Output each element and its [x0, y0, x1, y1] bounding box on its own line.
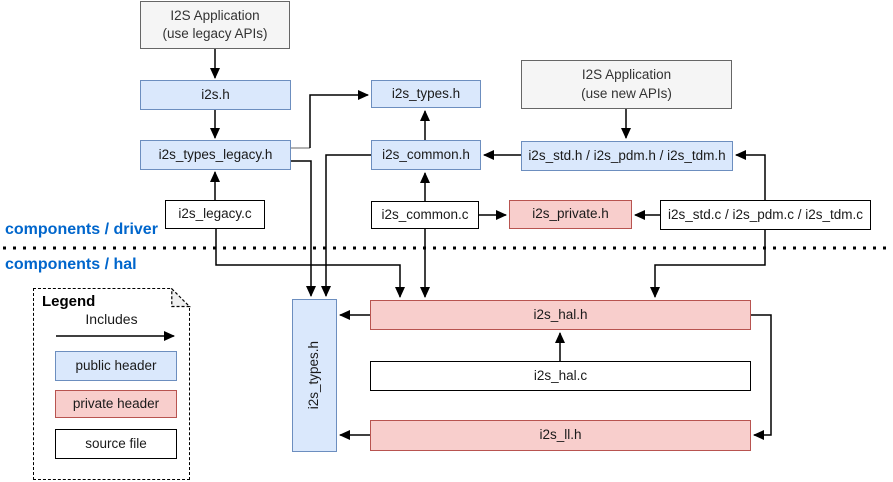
edge-i2s-std-c-to-i2s-std-h [735, 150, 766, 200]
node-i2s-types-h-hal-label: i2s_types.h [306, 341, 322, 410]
section-label-driver: components / driver [5, 221, 158, 238]
section-label-hal: components / hal [5, 256, 137, 273]
node-app-legacy: I2S Application (use legacy APIs) [140, 1, 290, 49]
legend-title: Legend [42, 293, 96, 310]
edge-i2s-legacy-c-to-i2s-hal-h [215, 229, 405, 298]
node-app-legacy-line2: (use legacy APIs) [162, 26, 268, 41]
node-app-legacy-line1: I2S Application [170, 7, 260, 23]
node-i2s-ll-h: i2s_ll.h [370, 420, 751, 451]
legend-item-source-file: source file [55, 429, 177, 459]
node-i2s-common-h: i2s_common.h [371, 140, 481, 170]
edge-i2s-std-c-to-i2s-hal-h [650, 230, 766, 298]
node-i2s-h: i2s.h [140, 80, 291, 110]
node-app-new-line1: I2S Application [581, 67, 672, 83]
node-i2s-hal-c: i2s_hal.c [370, 361, 751, 391]
edge-i2s-types-legacy-h-to-i2s-types-h-hal [291, 160, 316, 297]
legend-includes-label: Includes [85, 311, 138, 327]
node-i2s-types-h-hal: i2s_types.h [292, 299, 337, 452]
node-i2s-std-c: i2s_std.c / i2s_pdm.c / i2s_tdm.c [660, 200, 871, 230]
legend-includes-arrow-icon [56, 331, 175, 341]
node-i2s-types-legacy-h: i2s_types_legacy.h [140, 140, 291, 170]
legend-fold-corner-icon [170, 287, 191, 308]
node-i2s-legacy-c: i2s_legacy.c [165, 200, 265, 229]
edge-i2s-types-legacy-h-to-i2s-types-h-driver [309, 90, 369, 148]
node-i2s-private-h: i2s_private.h [509, 200, 632, 229]
legend: Legend Includes public header private he… [33, 287, 191, 480]
node-i2s-std-h: i2s_std.h / i2s_pdm.h / i2s_tdm.h [521, 141, 733, 171]
node-i2s-common-c: i2s_common.c [371, 201, 479, 229]
node-app-new: I2S Application (use new APIs) [521, 60, 732, 109]
node-app-new-line2: (use new APIs) [581, 85, 672, 101]
edge-i2s-common-h-to-i2s-types-h-hal [321, 154, 371, 297]
legend-item-public-header: public header [55, 351, 177, 381]
node-i2s-types-h-driver: i2s_types.h [371, 80, 481, 108]
legend-item-private-header: private header [55, 390, 177, 418]
edge-i2s-hal-h-to-i2s-ll-h [751, 314, 772, 440]
node-i2s-hal-h: i2s_hal.h [370, 300, 751, 330]
